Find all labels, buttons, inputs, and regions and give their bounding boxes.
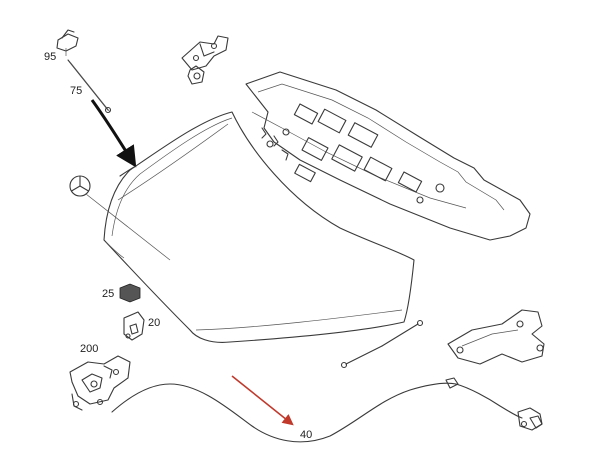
release-bracket: [447, 309, 545, 365]
callout-40: 40: [300, 429, 312, 441]
part-20-striker: [123, 311, 145, 341]
hood-hinge: [181, 35, 229, 85]
part-95-clip: [56, 29, 79, 56]
hood-inner-frame: [245, 71, 531, 241]
gas-strut: [340, 319, 424, 369]
callout-75: 75: [70, 85, 82, 97]
callout-200: 200: [80, 343, 98, 355]
callout-20: 20: [148, 317, 160, 329]
hood-panel: [103, 111, 415, 343]
callout-25: 25: [102, 288, 114, 300]
part-75-support-rod: [67, 59, 112, 114]
callout-95: 95: [44, 51, 56, 63]
part-25-buffer: [119, 283, 141, 303]
part-200-hood-lock: [69, 355, 131, 411]
part-40-release-cable: [111, 377, 543, 443]
three-pointed-star-icon: [69, 175, 171, 261]
pointer-arrow: [90, 99, 137, 168]
highlight-arrow: [231, 375, 294, 426]
